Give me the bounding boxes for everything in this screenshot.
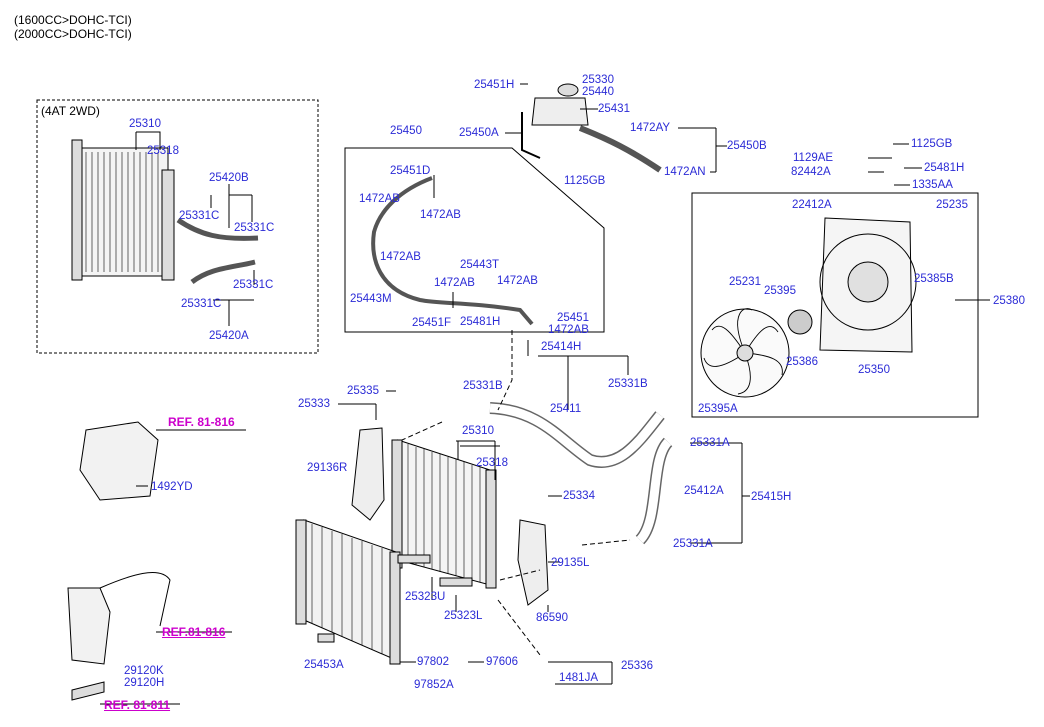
inset-radiator xyxy=(71,131,175,281)
label-25453a xyxy=(317,633,335,643)
part-label: 29136R xyxy=(307,462,348,474)
part-label: 1472AB xyxy=(380,251,421,263)
condenser xyxy=(295,519,401,665)
part-label: 25386 xyxy=(786,356,818,368)
fan-shroud xyxy=(819,217,917,353)
part-label: 25451F xyxy=(412,317,452,329)
part-label: 25310 xyxy=(462,425,494,437)
part-label: 25481H xyxy=(460,316,501,328)
part-label: 25318 xyxy=(476,457,508,469)
main-radiator xyxy=(391,439,500,589)
part-label: 25412A xyxy=(684,485,724,497)
part-label: 25235 xyxy=(936,199,968,211)
header-line-1: (1600CC>DOHC-TCI) xyxy=(14,13,132,27)
part-label: 25333 xyxy=(298,398,330,410)
part-label: 25450 xyxy=(390,125,422,137)
part-label: 25415H xyxy=(751,491,792,503)
part-label: 22412A xyxy=(792,199,832,211)
part-label: 25395 xyxy=(764,285,796,297)
part-label: 25414H xyxy=(541,341,582,353)
inset-label: (4AT 2WD) xyxy=(41,104,100,118)
fan-motor xyxy=(787,309,813,335)
seal-25323l xyxy=(439,577,473,587)
ref-label-2[interactable]: REF.81-816 xyxy=(162,625,226,639)
part-label: 25334 xyxy=(563,490,595,502)
part-label: 25331A xyxy=(673,538,713,550)
air-guard-29136r xyxy=(351,427,385,521)
part-label: 1125GB xyxy=(564,175,606,187)
part-label: 25451 xyxy=(557,312,589,324)
part-label: 1472AB xyxy=(497,275,538,287)
part-label: 25331C xyxy=(233,279,274,291)
hose-group-frame xyxy=(344,147,605,333)
part-label: 1472AB xyxy=(548,324,589,336)
part-label: 25395A xyxy=(698,403,738,415)
inset-hose-lower xyxy=(190,259,256,285)
part-label: 25453A xyxy=(304,659,344,671)
part-label: 25336 xyxy=(621,660,653,672)
ref-label-3[interactable]: REF. 81-811 xyxy=(104,698,171,712)
part-label: 1472AB xyxy=(359,193,400,205)
part-label: 25451D xyxy=(390,165,431,177)
part-label: 1472AB xyxy=(420,209,461,221)
part-label: 25440 xyxy=(582,86,614,98)
part-label: 1335AA xyxy=(912,179,953,191)
part-label: 25331C xyxy=(179,210,220,222)
part-label: 25331B xyxy=(463,380,503,392)
part-label: 25323U xyxy=(405,591,446,603)
part-label: 29120H xyxy=(124,677,165,689)
fan-blade xyxy=(700,308,790,398)
part-label: 1492YD xyxy=(151,481,193,493)
part-label: 1472AB xyxy=(434,277,475,289)
seal-25323u xyxy=(397,554,431,564)
ref-bracket-bottom xyxy=(67,572,232,705)
part-label: 25350 xyxy=(858,364,890,376)
hose-25443m xyxy=(371,176,534,326)
part-label: 25335 xyxy=(347,385,379,397)
part-label: 25331C xyxy=(234,222,275,234)
ref-bracket-top xyxy=(79,421,246,501)
ref-label-1[interactable]: REF. 81-816 xyxy=(168,415,235,429)
part-label: 25231 xyxy=(729,276,761,288)
part-label: 25331B xyxy=(608,378,648,390)
part-label: 97606 xyxy=(486,656,518,668)
part-label: 25331C xyxy=(181,298,222,310)
part-label: 1129AE xyxy=(793,152,834,164)
part-label: 25431 xyxy=(598,103,630,115)
part-label: 25411 xyxy=(550,403,582,415)
part-label: 25385B xyxy=(914,273,954,285)
part-label: 82442A xyxy=(791,166,831,178)
part-label: 25331A xyxy=(690,437,730,449)
part-label: 25420A xyxy=(209,330,249,342)
part-label: 97802 xyxy=(417,656,449,668)
reservoir-tank xyxy=(521,83,662,173)
part-label: 97852A xyxy=(414,679,454,691)
part-label: 86590 xyxy=(536,612,568,624)
part-label: 1481JA xyxy=(559,672,599,684)
fan-shroud-box xyxy=(691,192,979,418)
part-label: 25420B xyxy=(209,172,249,184)
part-label: 1125GB xyxy=(911,138,953,150)
part-label: 25443M xyxy=(350,293,392,305)
part-label: 25310 xyxy=(129,118,161,130)
part-label: 25481H xyxy=(924,162,965,174)
part-label: 25380 xyxy=(993,295,1025,307)
part-label: 25451H xyxy=(474,79,515,91)
part-label: 29135L xyxy=(551,557,590,569)
part-label: 25450B xyxy=(727,140,767,152)
part-label: 1472AY xyxy=(630,122,671,134)
inset-box xyxy=(36,99,319,354)
part-label: 1472AN xyxy=(664,166,706,178)
part-label: 25443T xyxy=(460,259,500,271)
part-label: 25318 xyxy=(147,145,179,157)
part-label: 29120K xyxy=(124,665,164,677)
part-label: 25330 xyxy=(582,74,614,86)
part-label: 25323L xyxy=(444,610,483,622)
header-line-2: (2000CC>DOHC-TCI) xyxy=(14,27,132,41)
air-guard-29135l xyxy=(517,519,549,606)
inset-hose-upper xyxy=(176,217,259,241)
part-label: 25450A xyxy=(459,127,499,139)
